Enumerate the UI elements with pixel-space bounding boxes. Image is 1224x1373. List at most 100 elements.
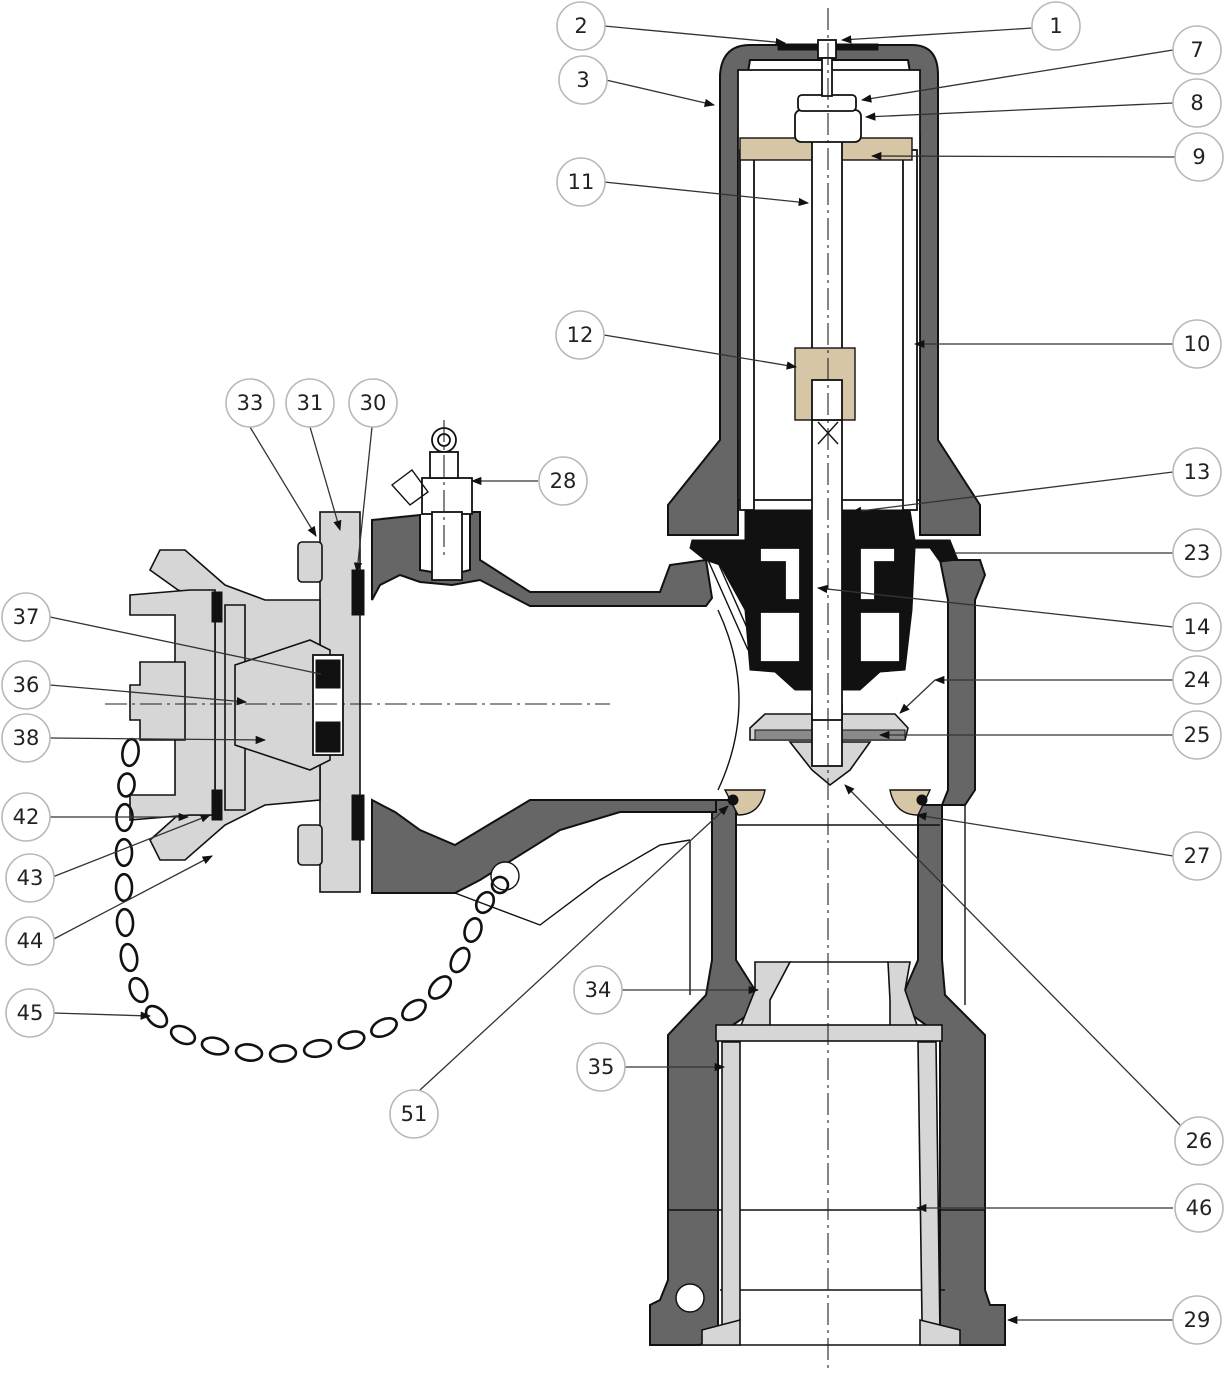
callout-3-label: 3 bbox=[576, 68, 589, 92]
air-valve-body bbox=[421, 477, 473, 515]
callout-8: 8 bbox=[1172, 78, 1222, 128]
callout-45-label: 45 bbox=[17, 1001, 44, 1025]
callout-36: 36 bbox=[1, 660, 51, 710]
callout-36-label: 36 bbox=[13, 673, 40, 697]
chain-link bbox=[234, 1043, 264, 1062]
leader-36 bbox=[49, 684, 248, 706]
chain-link bbox=[370, 1016, 398, 1039]
stem-oring bbox=[800, 576, 812, 588]
leader-lines bbox=[49, 25, 1181, 1325]
body-lower-wall bbox=[371, 798, 717, 894]
stem-top bbox=[821, 57, 833, 97]
cap-chain bbox=[114, 737, 510, 1063]
chain-link bbox=[474, 890, 496, 915]
callout-25-label: 25 bbox=[1184, 723, 1211, 747]
valve-stem bbox=[811, 139, 843, 721]
leader-37 bbox=[49, 616, 332, 679]
chain-link bbox=[117, 772, 136, 798]
callout-14: 14 bbox=[1172, 602, 1222, 652]
chain-lug-hole bbox=[490, 861, 520, 891]
callout-9-label: 9 bbox=[1192, 145, 1205, 169]
chain-link bbox=[490, 875, 510, 895]
lower-barrel bbox=[649, 799, 1006, 1346]
chain-link bbox=[337, 1030, 366, 1050]
callout-13-label: 13 bbox=[1184, 460, 1211, 484]
callout-42-label: 42 bbox=[13, 805, 40, 829]
leader-13 bbox=[850, 471, 1174, 515]
chain-link bbox=[169, 1024, 197, 1046]
chain-link bbox=[401, 998, 427, 1022]
chain-link bbox=[115, 907, 135, 938]
leader-14 bbox=[816, 584, 1174, 628]
chain-link bbox=[427, 975, 453, 1000]
seat-ring-plate bbox=[715, 1024, 943, 1042]
flange-gasket-top bbox=[351, 569, 365, 616]
callout-38: 38 bbox=[1, 713, 51, 763]
flange-bolt-bottom bbox=[297, 824, 323, 866]
callout-30: 30 bbox=[348, 378, 398, 428]
callout-44: 44 bbox=[5, 916, 55, 966]
callout-23: 23 bbox=[1172, 528, 1222, 578]
bonnet-outline bbox=[667, 75, 981, 506]
chain-link bbox=[114, 837, 134, 868]
leader-44 bbox=[49, 855, 213, 942]
stem-coupling-slot bbox=[811, 379, 843, 421]
callout-12: 12 bbox=[555, 310, 605, 360]
o-ring-left bbox=[727, 794, 739, 806]
flange-bolt-top bbox=[297, 541, 323, 583]
stem-oring bbox=[842, 576, 854, 588]
washer bbox=[797, 94, 857, 112]
sleeve-foot-right bbox=[919, 1318, 961, 1346]
callout-10-label: 10 bbox=[1184, 332, 1211, 356]
callout-43-label: 43 bbox=[17, 866, 44, 890]
callout-11: 11 bbox=[556, 157, 606, 207]
leader-31 bbox=[309, 426, 342, 531]
callout-29: 29 bbox=[1172, 1295, 1222, 1345]
leader-12 bbox=[603, 334, 798, 370]
callout-33: 33 bbox=[225, 378, 275, 428]
chain-link bbox=[128, 976, 149, 1004]
air-valve-lever bbox=[390, 469, 429, 506]
callout-31: 31 bbox=[285, 378, 335, 428]
callout-25: 25 bbox=[1172, 710, 1222, 760]
callout-1: 1 bbox=[1031, 1, 1081, 51]
callout-27-label: 27 bbox=[1184, 844, 1211, 868]
callout-30-label: 30 bbox=[360, 391, 387, 415]
body-right-wall bbox=[938, 559, 987, 806]
chain-link bbox=[268, 1044, 298, 1063]
leader-45 bbox=[52, 1011, 152, 1020]
body-upper-wall bbox=[371, 511, 714, 607]
operating-nut bbox=[817, 39, 837, 59]
leader-9 bbox=[870, 151, 1176, 161]
callout-29-label: 29 bbox=[1184, 1308, 1211, 1332]
leader-3 bbox=[605, 79, 716, 107]
callout-14-label: 14 bbox=[1184, 615, 1211, 639]
leader-2 bbox=[603, 25, 787, 47]
housing-cavity-lower-left bbox=[759, 611, 801, 663]
nozzle-lug bbox=[129, 661, 186, 741]
chain-link bbox=[449, 946, 471, 974]
cap-seal-top bbox=[211, 591, 223, 623]
sleeve-foot-left bbox=[701, 1318, 741, 1346]
callout-8-label: 8 bbox=[1190, 91, 1203, 115]
callout-42: 42 bbox=[1, 792, 51, 842]
callout-26-label: 26 bbox=[1186, 1129, 1213, 1153]
leader-51 bbox=[419, 805, 729, 1091]
callout-46-label: 46 bbox=[1186, 1196, 1213, 1220]
housing-cavity-right bbox=[859, 547, 896, 601]
callout-46: 46 bbox=[1174, 1183, 1224, 1233]
callout-7: 7 bbox=[1172, 25, 1222, 75]
callout-12-label: 12 bbox=[567, 323, 594, 347]
outlet-nozzle bbox=[129, 511, 365, 893]
callout-9: 9 bbox=[1174, 132, 1224, 182]
chain-link bbox=[121, 737, 140, 768]
sleeve-left bbox=[721, 1041, 741, 1337]
callout-33-label: 33 bbox=[237, 391, 264, 415]
leader-1 bbox=[840, 27, 1034, 44]
flange-notch bbox=[675, 1283, 705, 1313]
o-ring-right bbox=[916, 794, 928, 806]
callout-35: 35 bbox=[576, 1042, 626, 1092]
callout-38-label: 38 bbox=[13, 726, 40, 750]
callout-26: 26 bbox=[1174, 1116, 1224, 1166]
